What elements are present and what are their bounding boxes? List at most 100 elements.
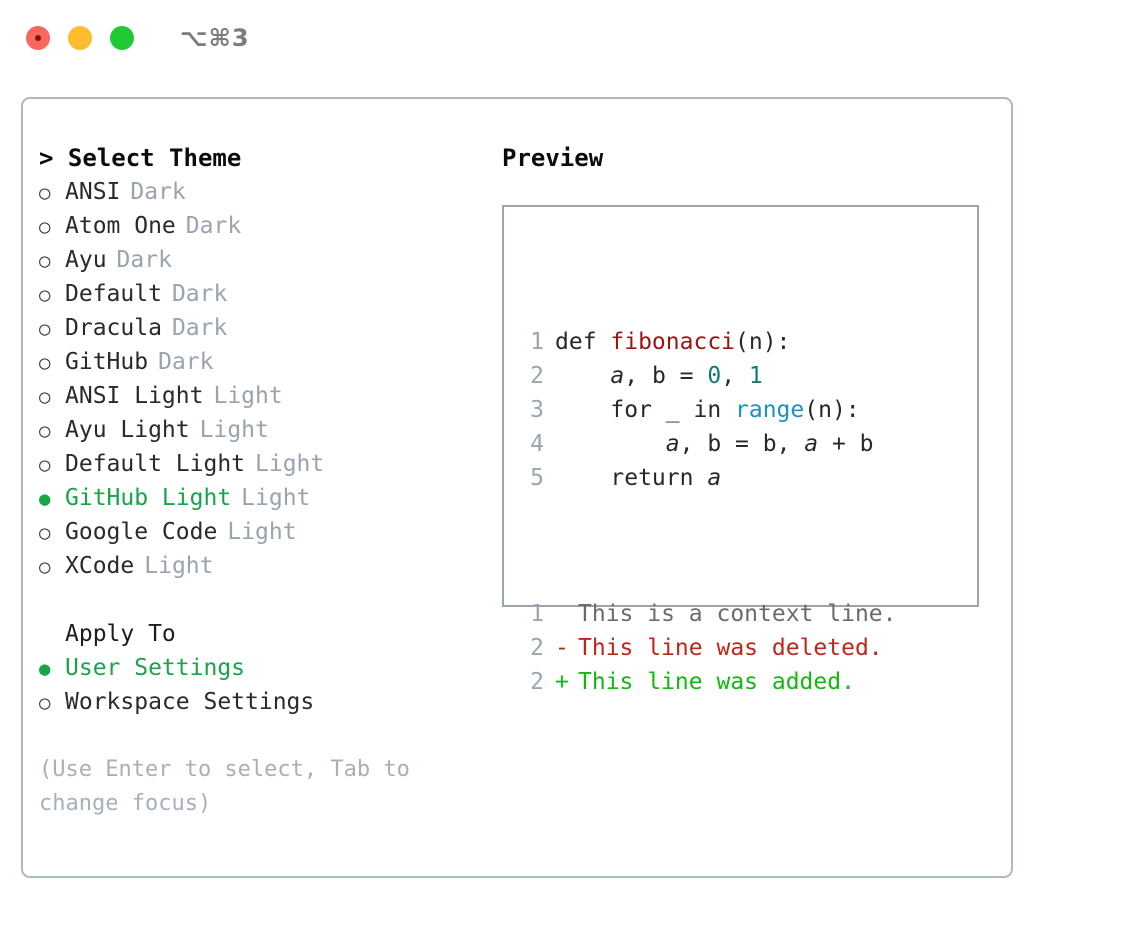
code-token (555, 431, 666, 457)
option-label: Default (65, 281, 162, 307)
code-line: 2 a, b = 0, 1 (518, 359, 897, 393)
option-label: ANSI Light (65, 383, 204, 409)
code-token: return (555, 465, 708, 491)
close-button[interactable] (26, 26, 50, 50)
line-number: 2 (530, 635, 544, 661)
theme-option-github-light[interactable]: ● GitHub Light Light (39, 481, 489, 515)
code-token: a (804, 431, 819, 457)
theme-kind-badge: Light (241, 485, 311, 511)
code-token: for _ in (555, 397, 736, 423)
diff-marker: - (555, 635, 569, 661)
theme-kind-badge: Light (255, 451, 325, 477)
diff-marker: + (555, 669, 569, 695)
select-theme-heading: > Select Theme (39, 144, 242, 172)
radio-unselected-icon: ○ (39, 420, 51, 442)
theme-kind-badge: Dark (130, 179, 186, 205)
theme-kind-badge: Light (227, 519, 297, 545)
code-token: 0 (707, 363, 722, 389)
radio-unselected-icon: ○ (39, 284, 51, 306)
line-number: 1 (530, 329, 544, 355)
radio-unselected-icon: ○ (39, 454, 51, 476)
code-token: range (735, 397, 805, 423)
theme-kind-badge: Light (199, 417, 269, 443)
theme-kind-badge: Dark (185, 213, 242, 239)
radio-unselected-icon: ○ (39, 386, 51, 408)
radio-unselected-icon: ○ (39, 556, 51, 578)
option-label: Ayu Light (65, 417, 190, 443)
radio-unselected-icon: ○ (39, 182, 51, 204)
theme-kind-badge: Dark (116, 247, 172, 273)
code-token: (n): (804, 397, 860, 423)
diff-line: 2-This line was deleted. (518, 631, 897, 665)
code-token: a (665, 431, 680, 457)
diff-text: This is a context line. (578, 601, 897, 627)
radio-unselected-icon: ○ (39, 250, 51, 272)
option-label: XCode (65, 553, 135, 579)
option-label: Google Code (65, 519, 218, 545)
diff-marker (555, 597, 578, 631)
keyboard-hint-text: (Use Enter to select, Tab to change focu… (39, 757, 410, 816)
radio-unselected-icon: ○ (39, 318, 51, 340)
minimize-button[interactable] (68, 26, 92, 50)
diff-text: This line was deleted. (578, 635, 883, 661)
list-spacer (39, 583, 489, 617)
line-number: 5 (530, 465, 544, 491)
code-token: a (610, 363, 625, 389)
line-number: 2 (530, 363, 544, 389)
theme-option-default[interactable]: ○ Default Dark (39, 277, 489, 311)
theme-option-ansi[interactable]: ○ ANSI Dark (39, 175, 489, 209)
radio-unselected-icon: ○ (39, 352, 51, 374)
maximize-button[interactable] (110, 26, 134, 50)
diff-sample: 1 This is a context line. 2-This line was… (518, 597, 897, 699)
apply-to-option-workspace-settings[interactable]: ○Workspace Settings (39, 685, 489, 719)
theme-option-ansi-light[interactable]: ○ ANSI Light Light (39, 379, 489, 413)
code-token (555, 363, 610, 389)
option-label: Ayu (65, 247, 107, 273)
diff-line: 2 + This line was added. (518, 665, 897, 699)
radio-selected-icon: ● (39, 488, 51, 510)
theme-option-ayu[interactable]: ○ Ayu Dark (39, 243, 489, 277)
preview-heading: Preview (502, 144, 604, 172)
option-label: User Settings (65, 655, 246, 681)
code-token: + b (818, 431, 874, 457)
title-bar: ⌥⌘3 (0, 0, 1140, 76)
line-number: 1 (530, 601, 544, 627)
code-token: , b = b, (679, 431, 805, 457)
line-number: 4 (530, 431, 544, 457)
apply-to-heading: Apply To (65, 621, 176, 647)
code-line: 5 return a (518, 461, 897, 495)
line-number: 3 (530, 397, 544, 423)
apply-to-option-user-settings[interactable]: ●User Settings (39, 651, 489, 685)
code-line: 4 a, b = b, a + b (518, 427, 897, 461)
theme-option-ayu-light[interactable]: ○ Ayu Light Light (39, 413, 489, 447)
theme-kind-badge: Light (213, 383, 283, 409)
diff-text: This line was added. (578, 669, 855, 695)
line-number: 2 (530, 669, 544, 695)
code-token: 1 (748, 363, 763, 389)
code-token: , b = (624, 363, 708, 389)
theme-kind-badge: Dark (171, 315, 228, 341)
theme-kind-badge: Dark (171, 281, 228, 307)
apply-to-list[interactable]: ●User Settings○Workspace Settings (39, 651, 489, 719)
radio-unselected-icon: ○ (39, 216, 51, 238)
option-label: ANSI (65, 179, 121, 205)
code-token: (n): (735, 329, 791, 355)
code-token: def (555, 329, 611, 355)
option-label: GitHub Light (65, 485, 232, 511)
option-label: Workspace Settings (65, 689, 315, 715)
window-controls (26, 26, 134, 50)
code-token: a (707, 465, 722, 491)
